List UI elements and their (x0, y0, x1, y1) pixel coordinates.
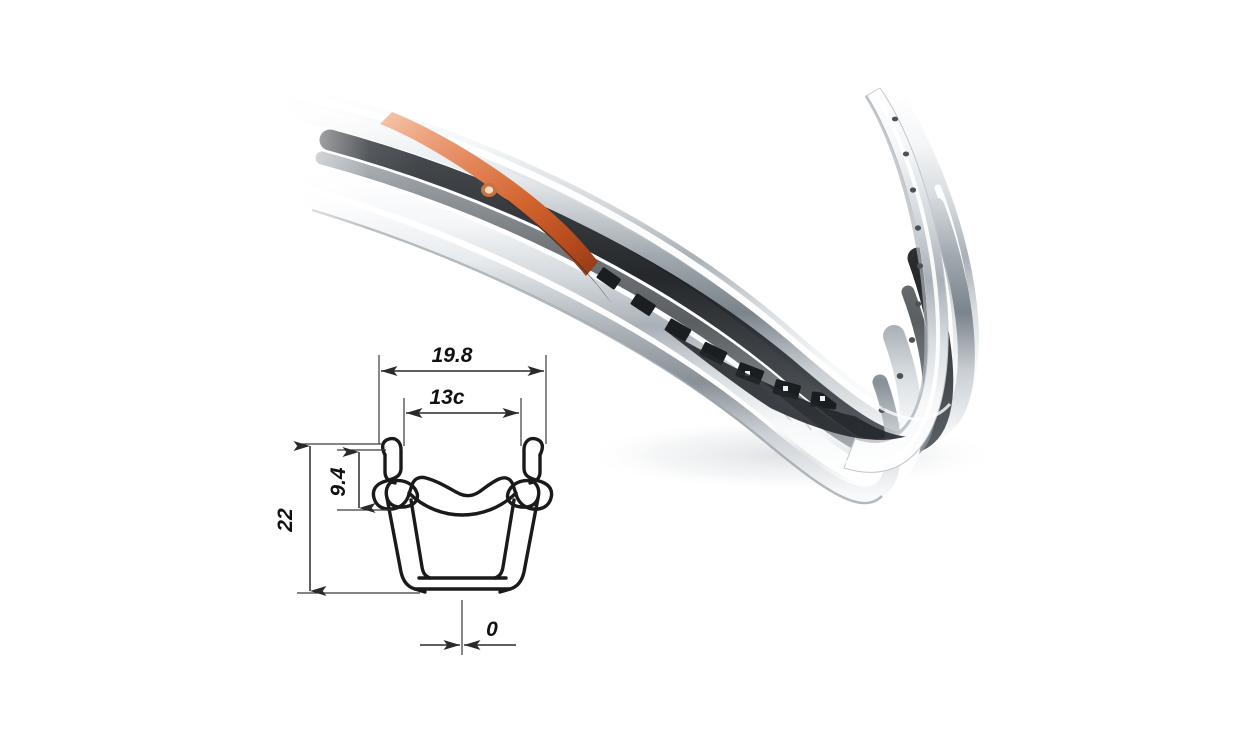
eyelet-dot (820, 396, 825, 401)
profile-outer-wall (371, 436, 554, 511)
dimension-label-outer-width: 19.8 (432, 344, 473, 367)
spoke-hole (891, 116, 899, 122)
spoke-hole (914, 225, 922, 231)
spoke-hole (908, 337, 916, 343)
profile-right-chamber (505, 478, 541, 509)
dimension-label-bead-depth: 9.4 (327, 467, 350, 497)
dimension-label-offset: 0 (486, 618, 498, 641)
valve-hole-inner (484, 186, 494, 194)
profile-right-v-inner (493, 498, 516, 580)
profile-left-v-inner (409, 498, 432, 580)
rim-profile-outline (371, 436, 554, 594)
rim-lower-silhouette (311, 208, 883, 505)
dimension-labels-group: 19.8 13c 22 9.4 0 (274, 344, 498, 641)
rim-outer-flange-inner-shade (855, 95, 928, 443)
spoke-hole (902, 151, 910, 157)
reinforcement-patch (664, 318, 692, 342)
dimension-label-total-height: 22 (274, 508, 297, 533)
dimension-inner-width (403, 398, 522, 446)
spoke-hole (896, 373, 904, 379)
rim-outer-flange-edge-highlight (845, 90, 941, 468)
rim-outer-silhouette-highlight (779, 328, 952, 421)
profile-left-chamber (384, 478, 420, 509)
rim-left-fade-overlay (250, 70, 420, 270)
dimension-offset (420, 600, 516, 655)
profile-inner-bed (407, 491, 518, 517)
dimension-outer-width (378, 355, 547, 444)
dimension-bead-depth (337, 447, 392, 513)
dimension-total-height (293, 441, 420, 596)
reinforcement-patch (699, 341, 728, 365)
dimension-lines-group (293, 355, 547, 655)
spoke-hole (914, 301, 922, 307)
dimension-label-inner-width: 13c (429, 386, 464, 409)
rim-spoke-holes-group (878, 116, 924, 413)
spoke-hole (909, 187, 917, 193)
eyelet-dot (783, 386, 788, 391)
reinforcement-patch (596, 267, 621, 290)
reinforcement-patch (630, 293, 656, 316)
eyelet-dot (745, 371, 750, 376)
spoke-hole (916, 263, 924, 269)
